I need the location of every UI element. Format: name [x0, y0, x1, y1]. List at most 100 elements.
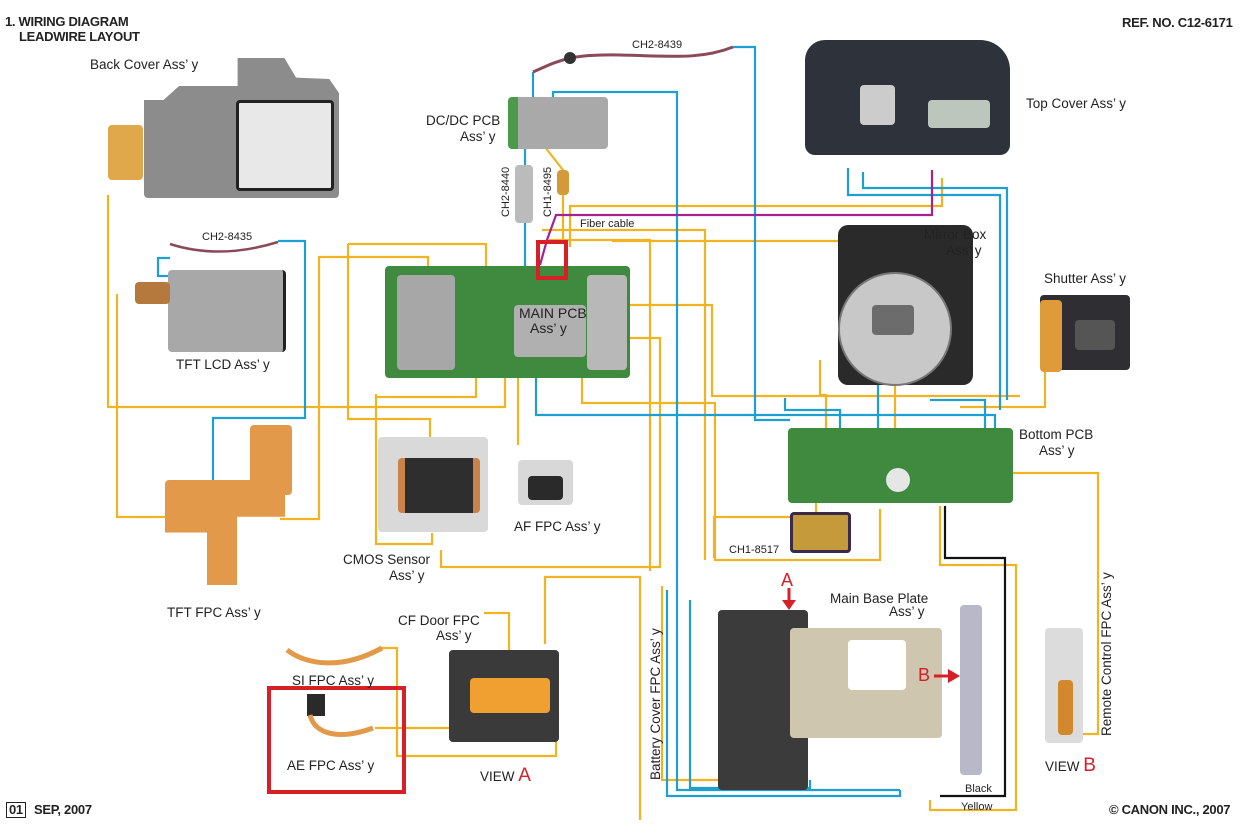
- label-mirror-box-line2: Ass’ y: [946, 243, 982, 258]
- wire-bottom-pcb-ch1: [712, 500, 818, 558]
- wire-dcdc-top: [551, 90, 900, 792]
- ch2-8440-cable-image: [515, 165, 533, 223]
- label-yellow-wire: Yellow: [961, 801, 993, 813]
- label-fiber-cable: Fiber cable: [580, 218, 635, 230]
- label-remote-control-fpc: Remote Control FPC Ass’ y: [1099, 572, 1114, 736]
- view-b-label: VIEW B: [1045, 755, 1096, 776]
- wire-shutter: [960, 372, 1047, 409]
- revision-date: SEP, 2007: [34, 802, 92, 817]
- arrow-a-icon: [782, 588, 796, 610]
- dcdc-pcb-image: [508, 97, 608, 149]
- shutter-fpc: [1040, 300, 1062, 372]
- label-tft-fpc: TFT FPC Ass’ y: [167, 605, 261, 620]
- label-battery-cover-fpc: Battery Cover FPC Ass’ y: [648, 628, 663, 780]
- label-top-cover: Top Cover Ass’ y: [1026, 96, 1127, 111]
- wire-mirror-cross: [630, 303, 1020, 398]
- wire-ch2-8439-right: [733, 45, 790, 422]
- wire-tftlcd-tftfpc: [115, 294, 168, 519]
- label-af-fpc: AF FPC Ass’ y: [514, 519, 601, 534]
- label-cmos-line1: CMOS Sensor: [343, 552, 431, 567]
- wire-cmos-mainpcb: [348, 242, 488, 270]
- reference-number: REF. NO. C12-6171: [1122, 15, 1233, 30]
- wire-mirror-left: [612, 239, 844, 270]
- arrow-a-label: A: [781, 570, 794, 590]
- wire-cmos-bottom: [374, 394, 434, 546]
- label-cf-door-line1: CF Door FPC: [398, 613, 480, 628]
- ch1-8517-cable-image: [790, 512, 851, 553]
- wire-mainpcb-right: [542, 228, 707, 560]
- label-mirror-box-line1: Mirror Box: [924, 227, 987, 242]
- wire-mirror-blue3: [930, 398, 987, 440]
- wire-cmos-main-base: [439, 336, 662, 569]
- cmos-sensor-chip: [398, 458, 480, 513]
- wire-cfdoor-main: [543, 575, 642, 820]
- wire-topcover-blue2: [861, 172, 1009, 400]
- main-pcb-shield-center: [514, 305, 586, 357]
- back-cover-lcd-window: [236, 100, 334, 191]
- label-main-base-line1: Main Base Plate: [830, 591, 929, 606]
- back-cover-fpc: [108, 125, 143, 180]
- wire-topcover-blue1: [846, 168, 1002, 410]
- label-bottom-pcb-line1: Bottom PCB: [1019, 427, 1094, 442]
- wire-base-blue: [665, 590, 902, 798]
- diagram-title-line2: LEADWIRE LAYOUT: [19, 29, 140, 44]
- wire-mainpcb-bottom: [534, 370, 997, 440]
- wire-cmos-top: [346, 244, 432, 440]
- view-b-fpc: [1058, 680, 1073, 735]
- hot-shoe: [860, 85, 895, 125]
- label-main-pcb-line2: Ass’ y: [530, 320, 567, 336]
- label-dcdc-pcb-line1: DC/DC PCB: [426, 113, 501, 128]
- highlight-ae-fpc: [267, 686, 406, 794]
- label-black-wire: Black: [965, 783, 992, 795]
- af-fpc-sensor: [528, 476, 563, 500]
- tft-lcd-cable: [135, 282, 170, 304]
- ch1-8495-cable-image: [557, 170, 569, 195]
- label-main-base-line2: Ass’ y: [889, 604, 925, 619]
- si-fpc-image: [285, 645, 384, 666]
- black-wire: [940, 506, 1007, 798]
- label-ch1-8517: CH1-8517: [729, 544, 780, 556]
- label-ch2-8439: CH2-8439: [632, 39, 683, 51]
- view-a-word: VIEW: [480, 769, 515, 784]
- wire-mirror-blue1: [783, 398, 842, 438]
- wire-ch2-8435-lcd: [156, 256, 175, 278]
- label-dcdc-pcb-line2: Ass’ y: [460, 129, 496, 144]
- tft-lcd-image: [168, 270, 286, 352]
- main-base-plate-window: [848, 640, 906, 690]
- remote-terminal-bracket: [960, 605, 982, 775]
- top-cover-lcd: [928, 100, 990, 128]
- label-cmos-line2: Ass’ y: [389, 568, 425, 583]
- cf-door-fpc-board: [470, 678, 550, 713]
- ch2-8439-cable-image: [532, 45, 734, 74]
- page-number: 01: [6, 802, 26, 818]
- label-ch2-8440: CH2-8440: [500, 166, 512, 217]
- bottom-pcb-image: [788, 428, 1013, 503]
- wire-backcover-tftfpc: [106, 195, 507, 409]
- main-pcb-shield-right: [587, 275, 627, 370]
- copyright: © CANON INC., 2007: [1109, 802, 1231, 817]
- fiber-cable-wire: [538, 170, 934, 266]
- ch2-8435-cable-image: [169, 240, 279, 253]
- view-a-label: VIEW A: [480, 765, 531, 786]
- label-tft-lcd: TFT LCD Ass’ y: [176, 357, 270, 372]
- label-bottom-pcb-line2: Ass’ y: [1039, 443, 1075, 458]
- label-ch1-8495: CH1-8495: [542, 166, 554, 217]
- shutter-window: [1075, 320, 1115, 350]
- label-ae-fpc: AE FPC Ass’ y: [287, 758, 375, 773]
- top-cover-image: [805, 40, 1010, 155]
- highlight-fiber-connector: [536, 240, 568, 280]
- main-pcb-shield-left: [397, 275, 455, 370]
- view-a-letter: A: [518, 765, 531, 786]
- label-back-cover: Back Cover Ass’ y: [90, 57, 199, 72]
- view-b-word: VIEW: [1045, 759, 1080, 774]
- label-ch2-8435: CH2-8435: [202, 231, 253, 243]
- view-b-letter: B: [1083, 755, 1096, 776]
- wire-yellow-loop: [928, 506, 1018, 812]
- arrow-b-label: B: [918, 665, 931, 685]
- label-si-fpc: SI FPC Ass’ y: [292, 673, 375, 688]
- mirror-box-mirror: [872, 305, 914, 335]
- label-main-pcb-line1: MAIN PCB: [519, 305, 587, 321]
- label-cf-door-line2: Ass’ y: [436, 628, 472, 643]
- ae-fpc-image: [307, 694, 374, 737]
- tft-fpc-switch-board: [250, 425, 292, 495]
